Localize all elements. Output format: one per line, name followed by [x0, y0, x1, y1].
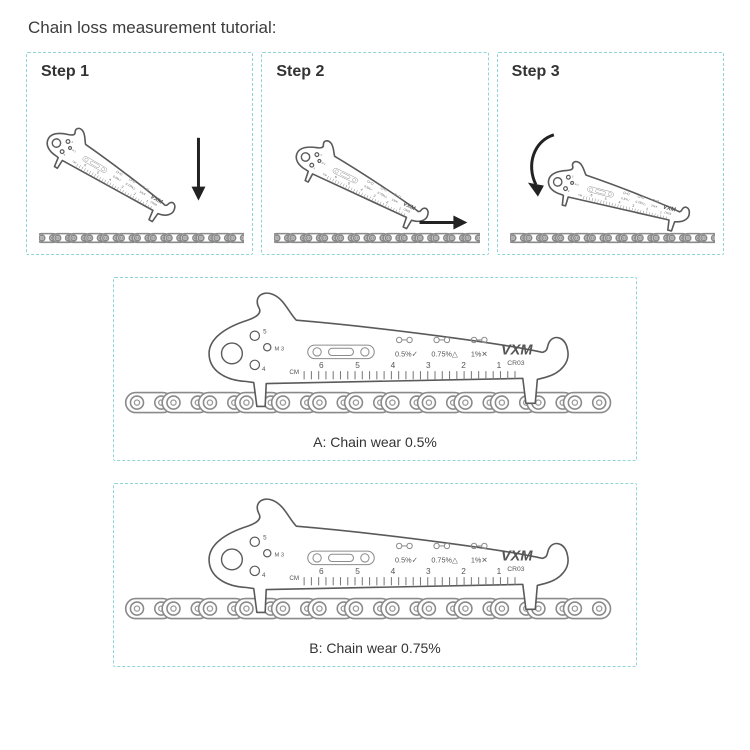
result-b-illustration [120, 494, 630, 636]
rotate-down-arrow-icon [527, 133, 555, 197]
step-2-label: Step 2 [276, 63, 325, 80]
step-1-illustration [39, 115, 244, 250]
chain-drawing [274, 234, 479, 243]
page-title: Chain loss measurement tutorial: [28, 18, 277, 37]
result-b-caption: B: Chain wear 0.75% [309, 639, 441, 656]
step-3-illustration [510, 133, 715, 250]
down-arrow-icon [191, 137, 206, 201]
steps-row: Step 1 Step 2 Step 3 [26, 52, 724, 256]
step-2-illustration [274, 129, 479, 250]
right-arrow-icon [419, 215, 468, 230]
step-3-label: Step 3 [511, 63, 560, 80]
tool-drawing [209, 294, 568, 407]
step-panel-3: Step 3 [496, 52, 724, 256]
result-panel-b: B: Chain wear 0.75% [113, 483, 637, 667]
step-1-label: Step 1 [41, 63, 90, 80]
tool-drawing [541, 154, 697, 238]
result-panel-a: A: Chain wear 0.5% [113, 277, 637, 462]
chain-drawing [39, 234, 244, 243]
chain-drawing [126, 599, 611, 619]
result-a-caption: A: Chain wear 0.5% [313, 434, 437, 451]
result-a-illustration [120, 288, 630, 430]
chain-drawing [126, 393, 611, 413]
step-panel-2: Step 2 [261, 52, 489, 256]
chain-drawing [510, 234, 715, 243]
tool-drawing [286, 129, 440, 238]
tool-drawing [39, 115, 188, 231]
step-panel-1: Step 1 [26, 52, 254, 256]
tool-drawing [209, 499, 568, 612]
